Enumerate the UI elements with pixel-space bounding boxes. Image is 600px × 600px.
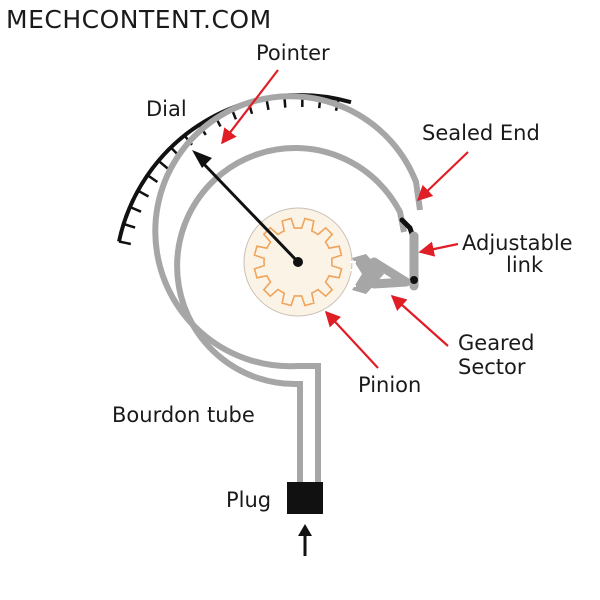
- geared-sector-label-line2: Sector: [458, 355, 526, 379]
- sector-teeth: [350, 261, 357, 287]
- dial-tick: [118, 240, 132, 246]
- pointer-leader-arrow: [221, 69, 279, 145]
- link-pivot: [410, 276, 418, 284]
- leader-arrows: [221, 69, 469, 369]
- bourdon-tube: [152, 93, 423, 490]
- sealed-end-leader-arrow: [416, 151, 469, 202]
- dial-tick: [129, 205, 142, 213]
- dial-tick: [137, 189, 150, 198]
- adjustable-link-label-line1: Adjustable: [462, 231, 573, 255]
- pinion-label: Pinion: [358, 373, 421, 397]
- adjustable-link-label-line2: link: [506, 253, 544, 277]
- pointer-needle: [192, 150, 303, 267]
- dial-tick: [146, 174, 159, 184]
- brand-title: MECHCONTENT.COM: [6, 5, 272, 34]
- dial-tick: [123, 222, 136, 229]
- pinion-leader-arrow: [324, 310, 379, 369]
- pinion-gear: [253, 217, 343, 307]
- geared-sector-label-line1: Geared: [458, 331, 534, 355]
- plug-block: [287, 482, 323, 514]
- adjustable-link-leader-arrow: [418, 241, 459, 257]
- pointer-label: Pointer: [256, 41, 330, 65]
- dial-label: Dial: [146, 97, 187, 121]
- geared-sector-leader-arrow: [390, 294, 449, 347]
- pressure-inlet-arrow: [298, 524, 312, 556]
- geared-sector: [352, 254, 411, 294]
- dial-tick: [157, 159, 169, 170]
- sealed-end-label: Sealed End: [422, 121, 540, 145]
- plug-label: Plug: [226, 488, 271, 512]
- bourdon-tube-label: Bourdon tube: [112, 403, 255, 427]
